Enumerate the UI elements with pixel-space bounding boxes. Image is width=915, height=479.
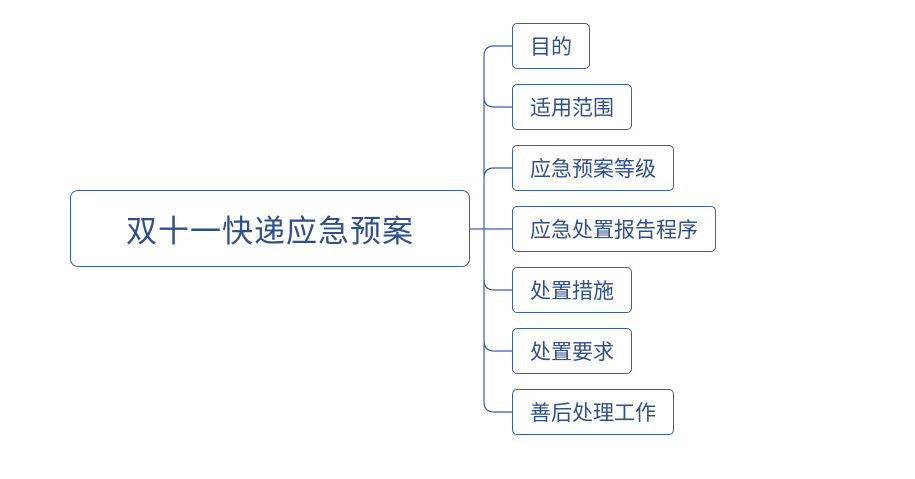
branch-topic-reporting-procedure[interactable]: 应急处置报告程序 bbox=[512, 206, 716, 252]
branch-topic-label: 善后处理工作 bbox=[530, 401, 656, 425]
connector-branch-6 bbox=[483, 340, 512, 352]
branch-topic-label: 处置措施 bbox=[530, 279, 614, 303]
root-topic-label: 双十一快递应急预案 bbox=[126, 214, 414, 250]
root-topic[interactable]: 双十一快递应急预案 bbox=[70, 190, 470, 267]
connector-branch-1 bbox=[483, 45, 512, 57]
branch-topic-measures[interactable]: 处置措施 bbox=[512, 267, 632, 313]
connector-branch-3 bbox=[483, 167, 512, 179]
connector-branch-5 bbox=[483, 279, 512, 291]
branch-topic-label: 目的 bbox=[530, 35, 572, 59]
connector-branch-2 bbox=[483, 96, 512, 108]
branch-topic-label: 处置要求 bbox=[530, 340, 614, 364]
branch-topic-label: 应急预案等级 bbox=[530, 157, 656, 181]
branch-topic-requirements[interactable]: 处置要求 bbox=[512, 328, 632, 374]
branch-topic-aftermath[interactable]: 善后处理工作 bbox=[512, 389, 674, 435]
branch-topic-purpose[interactable]: 目的 bbox=[512, 23, 590, 69]
branch-topic-label: 应急处置报告程序 bbox=[530, 218, 698, 242]
branch-topic-scope[interactable]: 适用范围 bbox=[512, 84, 632, 130]
connector-branch-7 bbox=[483, 401, 512, 413]
branch-topic-label: 适用范围 bbox=[530, 96, 614, 120]
branch-topic-emergency-level[interactable]: 应急预案等级 bbox=[512, 145, 674, 191]
